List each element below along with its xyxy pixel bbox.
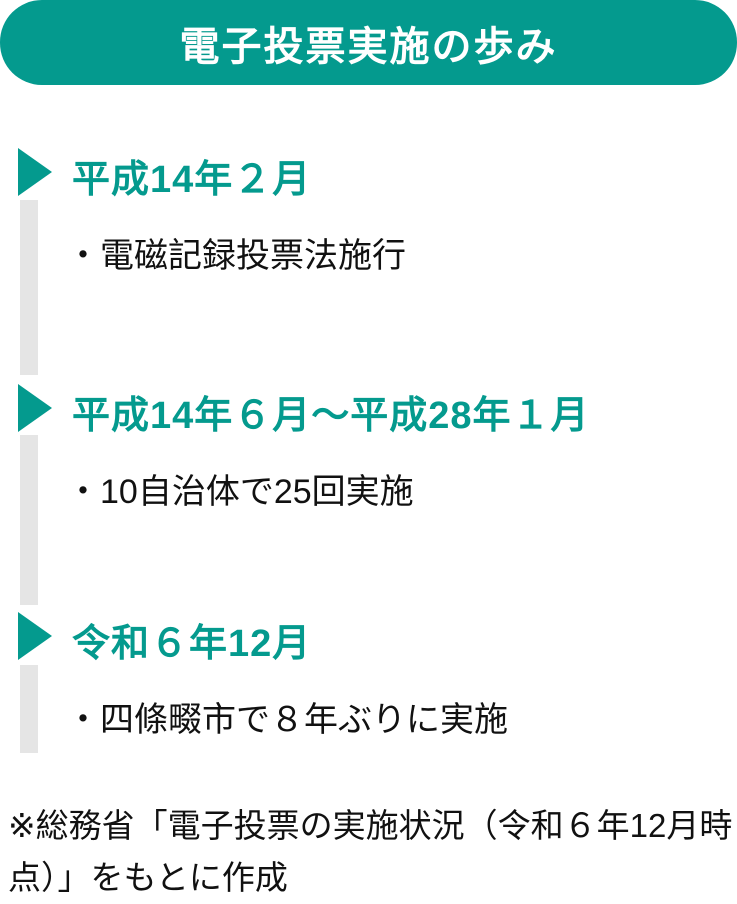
page-title: 電子投票実施の歩み: [179, 24, 558, 69]
source-footnote: ※総務省「電子投票の実施状況（令和６年12月時点）」をもとに作成: [8, 807, 733, 896]
timeline-heading: 令和６年12月: [72, 623, 312, 665]
timeline-line: [20, 435, 38, 605]
triangle-marker-icon: [18, 148, 52, 196]
timeline-line: [20, 200, 38, 375]
timeline-item: ・電磁記録投票法施行: [66, 237, 406, 275]
triangle-marker-icon: [18, 384, 52, 432]
timeline-heading: 平成14年６月～平成28年１月: [72, 395, 590, 437]
timeline-item: ・四條畷市で８年ぶりに実施: [66, 701, 508, 739]
timeline-item: ・10自治体で25回実施: [66, 473, 414, 511]
title-banner: 電子投票実施の歩み: [0, 0, 737, 85]
timeline-heading: 平成14年２月: [72, 159, 312, 201]
timeline-line: [20, 665, 38, 753]
triangle-marker-icon: [18, 612, 52, 660]
